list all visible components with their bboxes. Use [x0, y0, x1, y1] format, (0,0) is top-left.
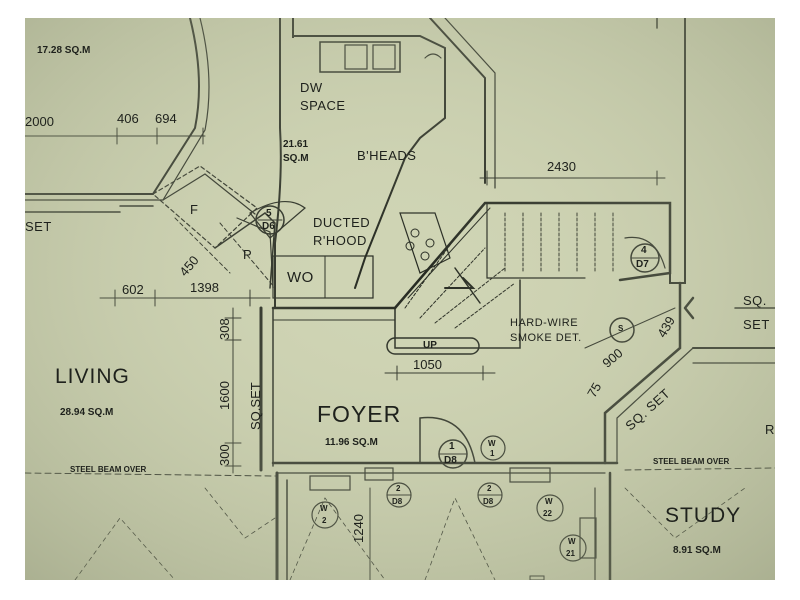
- window-tag-w21-number: 21: [566, 549, 575, 558]
- window-tag-w21-letter: W: [568, 537, 576, 546]
- window-tag-w1-number: 1: [490, 449, 495, 458]
- living-room-label: LIVING: [55, 365, 130, 388]
- door-tag-d8-front-code: D8: [444, 455, 457, 466]
- fridge-label: F: [190, 202, 199, 217]
- steel-beam-left-label: STEEL BEAM OVER: [70, 465, 147, 474]
- dw-space-label-line2: SPACE: [300, 98, 346, 113]
- dimension-2430: 2430: [547, 159, 576, 174]
- study-label: STUDY: [665, 504, 742, 527]
- dimension-300: 300: [217, 444, 232, 466]
- dimension-694: 694: [155, 111, 177, 126]
- door-tag-d7-code: D7: [636, 259, 649, 270]
- door-tag-d8-right-number: 2: [487, 484, 492, 493]
- dimension-1600: 1600: [217, 381, 232, 410]
- ducted-rangehood-line1: DUCTED: [313, 215, 371, 230]
- door-tag-d6-code: D6: [262, 221, 275, 232]
- floor-plan-drawing: [25, 18, 775, 580]
- door-tag-d6-number: 5: [266, 208, 272, 219]
- dimension-1240: 1240: [351, 514, 366, 543]
- sq-set-right-line1: SQ.: [743, 293, 767, 308]
- window-tag-w22-letter: W: [545, 497, 553, 506]
- smoke-detector-icon: S: [618, 324, 624, 333]
- door-tag-d7-number: 4: [641, 245, 647, 256]
- dimension-2000: 2000: [25, 114, 54, 129]
- study-area: 8.91 SQ.M: [673, 545, 721, 556]
- door-tag-d8-right-code: D8: [483, 497, 494, 506]
- window-tag-w2-number: 2: [322, 516, 327, 525]
- dimension-1050: 1050: [413, 357, 442, 372]
- sq-set-vertical-label: SQ.SET: [248, 382, 263, 430]
- smoke-detector-line2: SMOKE DET.: [510, 332, 582, 344]
- dimension-406: 406: [117, 111, 139, 126]
- ducted-rangehood-line2: R'HOOD: [313, 233, 367, 248]
- dw-space-label-line1: DW: [300, 80, 323, 95]
- door-tag-d8-left-code: D8: [392, 497, 403, 506]
- window-tag-w22-number: 22: [543, 509, 552, 518]
- smoke-detector-line1: HARD-WIRE: [510, 317, 579, 329]
- door-tag-d8-left-number: 2: [396, 484, 401, 493]
- pantry-label: P: [243, 247, 253, 262]
- top-room-area: 17.28 SQ.M: [37, 45, 91, 56]
- stair-up-label: UP: [423, 340, 437, 351]
- steel-beam-right-label: STEEL BEAM OVER: [653, 457, 730, 466]
- wo-label: WO: [287, 269, 314, 286]
- window-tag-w2-letter: W: [320, 504, 328, 513]
- door-tag-d8-front-number: 1: [449, 441, 455, 452]
- set-left-label: SET: [25, 219, 52, 234]
- kitchen-area-line2: SQ.M: [283, 153, 309, 164]
- dimension-308: 308: [217, 318, 232, 340]
- floor-plan-photo: 17.28 SQ.M DW SPACE 21.61 SQ.M B'HEADS D…: [25, 18, 775, 580]
- dimension-1398: 1398: [190, 280, 219, 295]
- r-edge-label: R: [765, 422, 775, 437]
- sq-set-right-line2: SET: [743, 317, 770, 332]
- kitchen-area-line1: 21.61: [283, 139, 309, 150]
- bulkheads-label: B'HEADS: [357, 148, 417, 163]
- foyer-label: FOYER: [317, 401, 402, 427]
- foyer-area: 11.96 SQ.M: [325, 437, 378, 448]
- dimension-602: 602: [122, 282, 144, 297]
- window-tag-w1-letter: W: [488, 439, 496, 448]
- living-room-area: 28.94 SQ.M: [60, 407, 114, 418]
